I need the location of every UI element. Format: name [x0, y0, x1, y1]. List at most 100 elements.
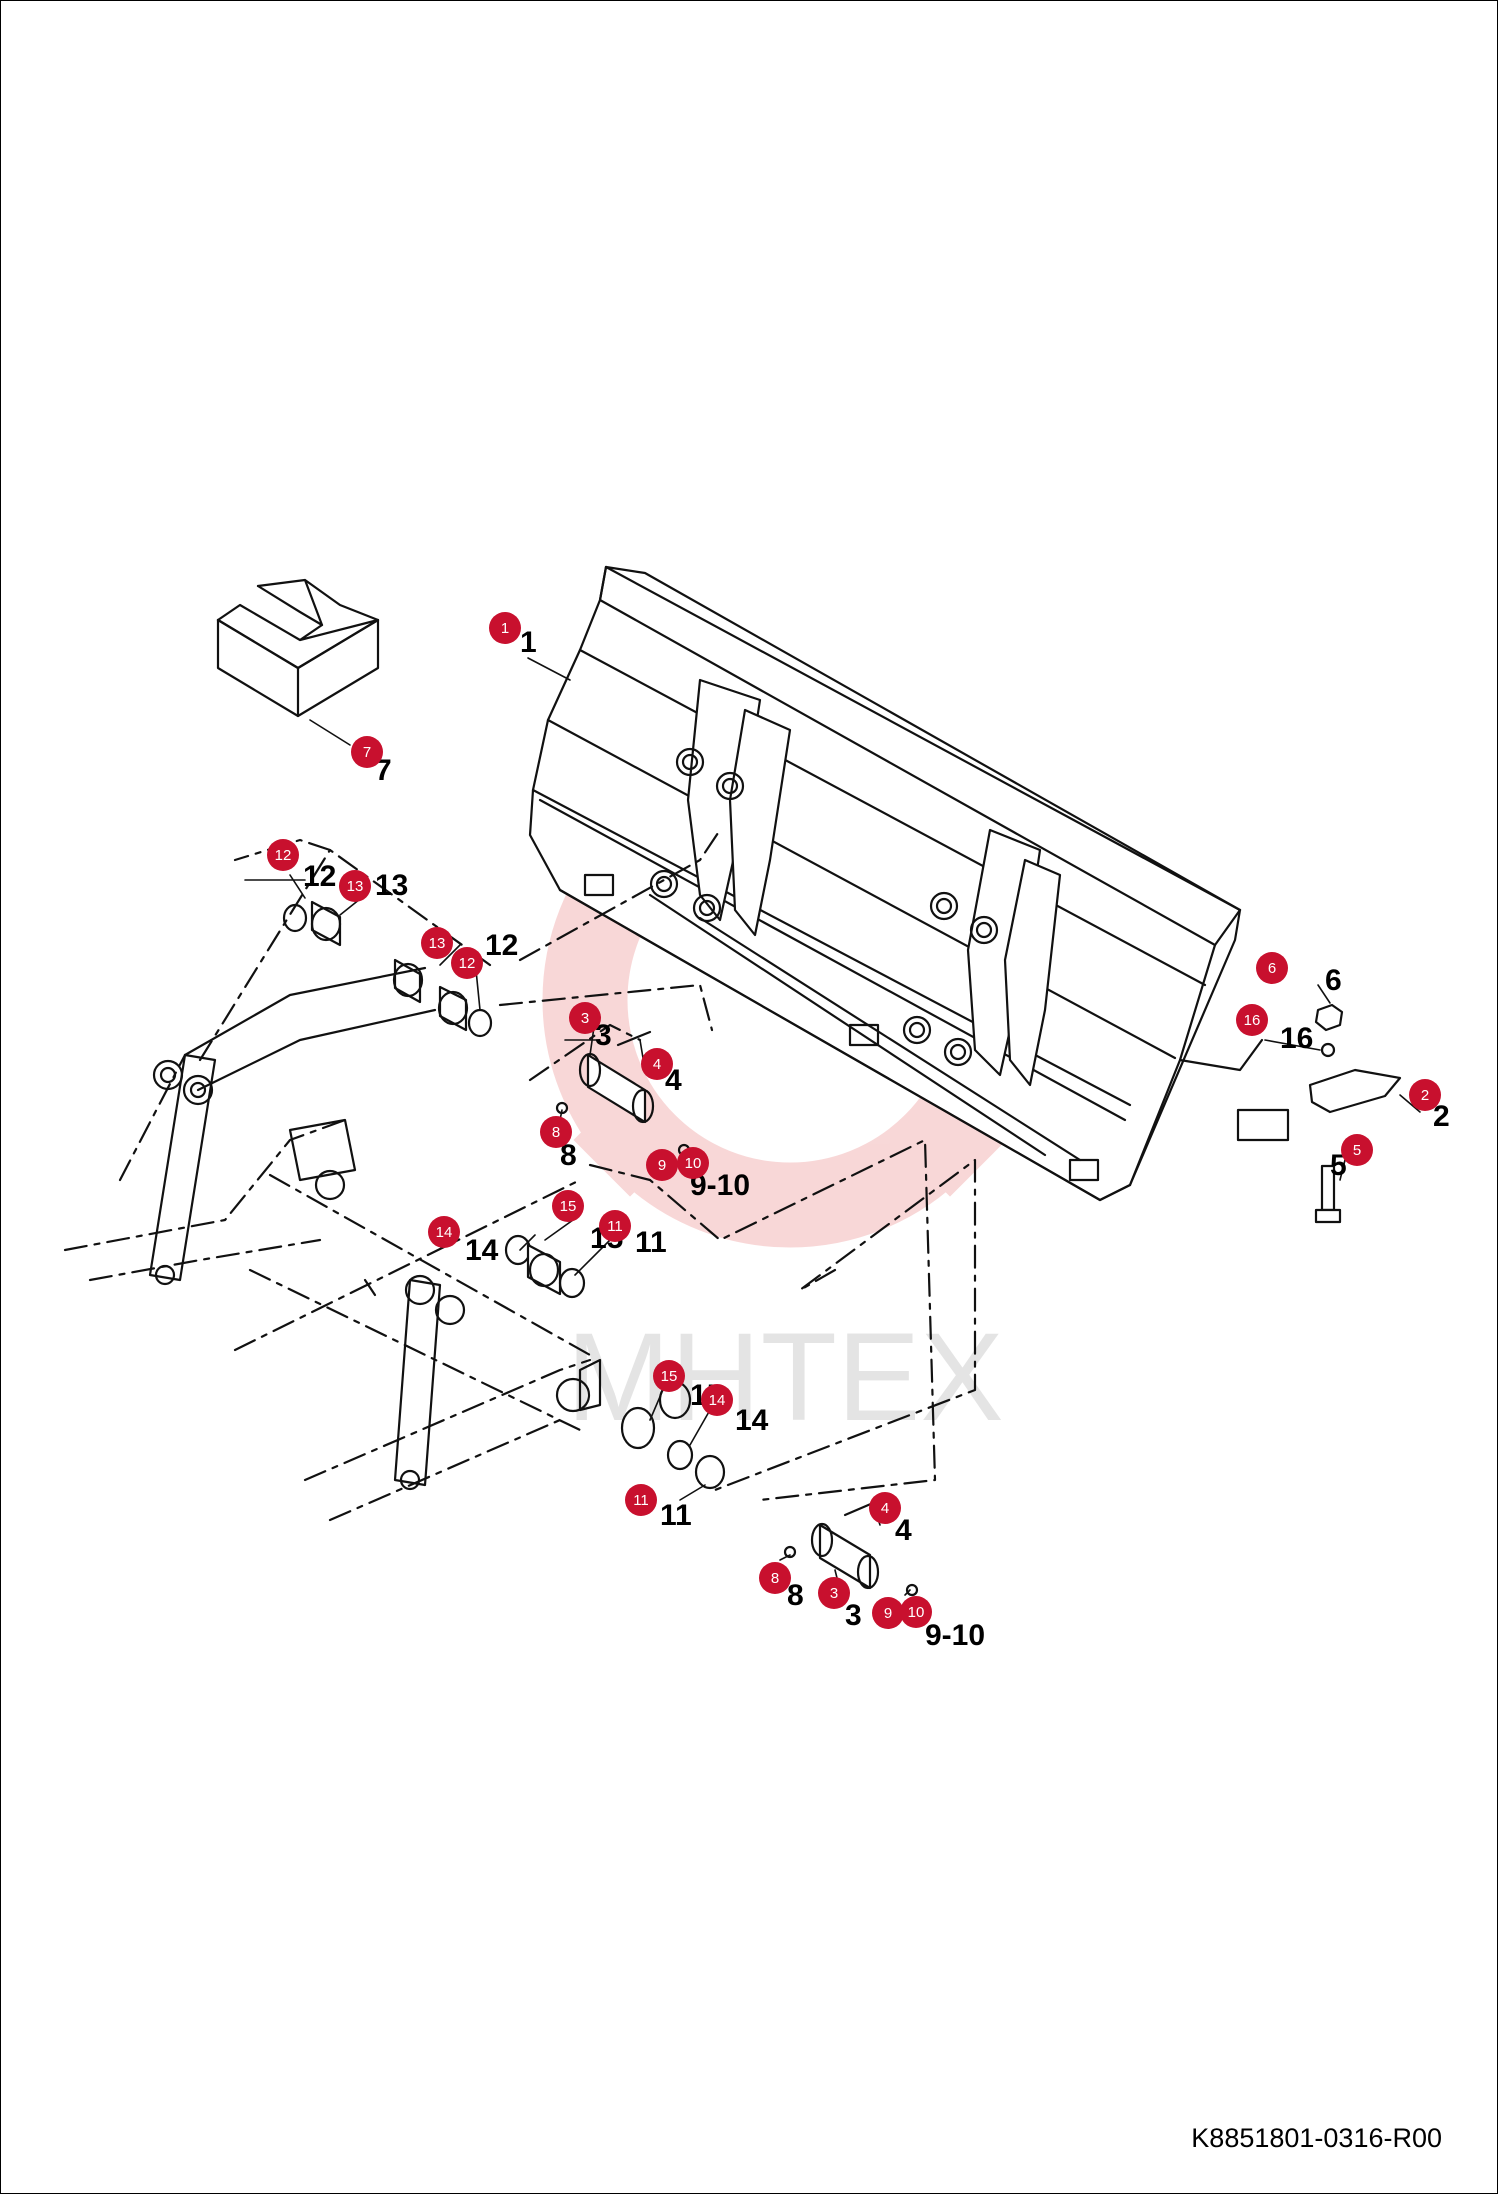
callout-number: 11	[633, 1492, 649, 1509]
callout-3[interactable]: 3	[569, 1002, 601, 1034]
callout-circle	[701, 1384, 733, 1416]
callout-circle	[428, 1216, 460, 1248]
callout-3[interactable]: 3	[818, 1577, 850, 1609]
callout-circle	[900, 1596, 932, 1628]
part-label-3: 3	[845, 1599, 862, 1632]
callout-13[interactable]: 13	[339, 870, 371, 902]
callout-circle	[351, 736, 383, 768]
callout-number: 14	[436, 1224, 453, 1241]
callout-number: 12	[459, 955, 476, 972]
part-label-1: 1	[520, 626, 537, 659]
part-label-13: 13	[375, 869, 408, 902]
callout-13[interactable]: 13	[421, 927, 453, 959]
callout-number: 7	[363, 744, 371, 761]
loader-arm-links	[148, 966, 602, 1491]
callout-6[interactable]: 6	[1256, 952, 1288, 984]
phantom-lines	[63, 828, 977, 1522]
part-label-3: 3	[595, 1019, 612, 1052]
callout-circle	[552, 1190, 584, 1222]
callout-11[interactable]: 11	[599, 1210, 631, 1242]
callout-circle	[267, 839, 299, 871]
callout-number: 1	[501, 620, 509, 637]
callout-7[interactable]: 7	[351, 736, 383, 768]
callout-circle	[818, 1577, 850, 1609]
watermark-text: MHTEX	[566, 1308, 1004, 1447]
callout-14[interactable]: 14	[701, 1384, 733, 1416]
callout-9[interactable]: 9	[646, 1149, 678, 1181]
callout-number: 5	[1353, 1142, 1361, 1159]
callout-circle	[677, 1147, 709, 1179]
callout-circle	[869, 1492, 901, 1524]
callout-number: 4	[881, 1500, 889, 1517]
callout-number: 16	[1244, 1012, 1261, 1029]
document-code: K8851801-0316-R00	[1191, 2123, 1442, 2153]
callout-number: 8	[552, 1124, 560, 1141]
callout-1[interactable]: 1	[489, 612, 521, 644]
callout-15[interactable]: 15	[552, 1190, 584, 1222]
packaging-box	[216, 578, 380, 718]
part-label-6: 6	[1325, 964, 1342, 997]
part-label-8: 8	[787, 1579, 804, 1612]
callout-number: 6	[1268, 960, 1276, 977]
callout-14[interactable]: 14	[428, 1216, 460, 1248]
callout-number: 11	[607, 1218, 623, 1235]
part-label-12: 12	[303, 860, 336, 893]
callout-circle	[759, 1562, 791, 1594]
callout-circle	[625, 1484, 657, 1516]
callout-number: 9	[884, 1605, 892, 1622]
callout-11[interactable]: 11	[625, 1484, 657, 1516]
callout-4[interactable]: 4	[641, 1048, 673, 1080]
callout-number: 15	[661, 1368, 678, 1385]
callout-number: 10	[908, 1604, 925, 1621]
callout-number: 8	[771, 1570, 779, 1587]
callout-15[interactable]: 15	[653, 1360, 685, 1392]
cutting-edge-hardware	[1308, 1003, 1402, 1224]
callout-number: 15	[560, 1198, 577, 1215]
callout-4[interactable]: 4	[869, 1492, 901, 1524]
callout-circle	[339, 870, 371, 902]
callout-circle	[489, 612, 521, 644]
callout-circle	[451, 947, 483, 979]
callout-circle	[569, 1002, 601, 1034]
callout-circle	[1236, 1004, 1268, 1036]
callout-5[interactable]: 5	[1341, 1134, 1373, 1166]
callout-circle	[1256, 952, 1288, 984]
part-label-4: 4	[895, 1514, 912, 1547]
part-label-12: 12	[485, 929, 518, 962]
part-label-5: 5	[1330, 1149, 1347, 1182]
part-label-11: 11	[635, 1226, 667, 1259]
pin-assembly-upper	[555, 1030, 691, 1157]
part-label-8: 8	[560, 1139, 577, 1172]
callout-9[interactable]: 9	[872, 1597, 904, 1629]
callout-number: 9	[658, 1157, 666, 1174]
mid-bushings	[504, 1234, 726, 1490]
callout-circle	[421, 927, 453, 959]
callout-8[interactable]: 8	[759, 1562, 791, 1594]
callout-number: 3	[581, 1010, 589, 1027]
callout-10[interactable]: 10	[900, 1596, 932, 1628]
part-label-14: 14	[735, 1404, 769, 1437]
callout-circle	[641, 1048, 673, 1080]
callout-circle	[646, 1149, 678, 1181]
callout-circle	[653, 1360, 685, 1392]
loader-bucket	[528, 565, 1290, 1202]
callout-10[interactable]: 10	[677, 1147, 709, 1179]
callout-number: 13	[429, 935, 446, 952]
callout-16[interactable]: 16	[1236, 1004, 1268, 1036]
callout-12[interactable]: 12	[451, 947, 483, 979]
part-label-9-10: 9-10	[925, 1619, 985, 1652]
callout-number: 3	[830, 1585, 838, 1602]
part-label-11: 11	[660, 1499, 692, 1532]
callout-circle	[1341, 1134, 1373, 1166]
callout-number: 2	[1421, 1087, 1429, 1104]
callout-2[interactable]: 2	[1409, 1079, 1441, 1111]
callout-circle	[540, 1116, 572, 1148]
callout-number: 12	[275, 847, 292, 864]
part-label-16: 16	[1280, 1022, 1313, 1055]
callout-circle	[872, 1597, 904, 1629]
callout-12[interactable]: 12	[267, 839, 299, 871]
callout-number: 14	[709, 1392, 726, 1409]
callout-8[interactable]: 8	[540, 1116, 572, 1148]
